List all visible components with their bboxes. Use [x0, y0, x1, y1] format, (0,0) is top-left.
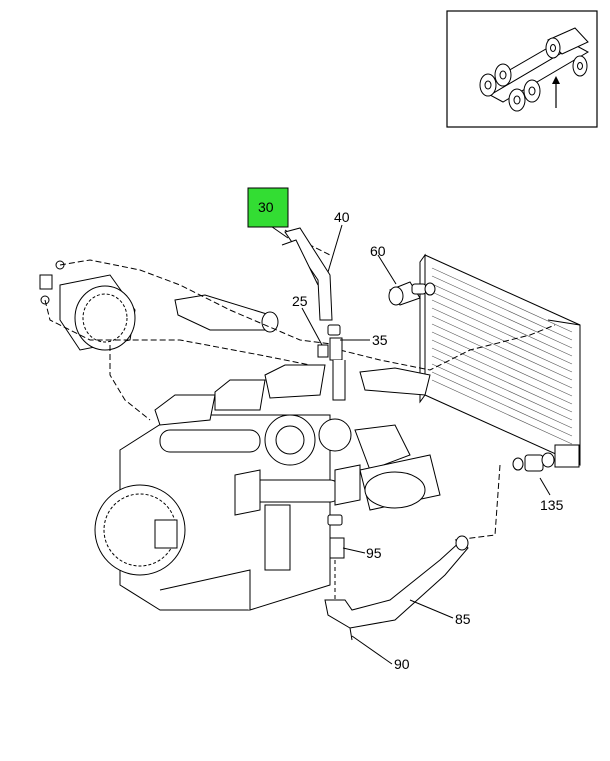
highlight-box-30[interactable]: [247, 187, 289, 228]
callout-30[interactable]: 30: [258, 199, 274, 215]
callout-60[interactable]: 60: [370, 243, 386, 259]
locator-inset: [446, 10, 598, 128]
callout-90[interactable]: 90: [394, 656, 410, 672]
part-135-fitting: [512, 444, 580, 472]
air-cleaner: [39, 260, 136, 351]
location-arrow-icon: [552, 76, 560, 108]
part-60-fitting: [388, 281, 436, 306]
radiator: [419, 253, 581, 466]
truck-chassis-locator-icon: [479, 27, 590, 112]
part-30-hose: [281, 227, 333, 321]
callout-95[interactable]: 95: [366, 545, 382, 561]
callout-85[interactable]: 85: [455, 611, 471, 627]
callout-25[interactable]: 25: [292, 293, 308, 309]
callout-40[interactable]: 40: [334, 209, 350, 225]
part-35-pipe: [317, 324, 346, 401]
engine-block: [94, 364, 441, 611]
intake-hose: [174, 294, 431, 396]
part-85-hose: [324, 514, 469, 641]
callout-135[interactable]: 135: [540, 497, 564, 513]
callout-35[interactable]: 35: [372, 332, 388, 348]
